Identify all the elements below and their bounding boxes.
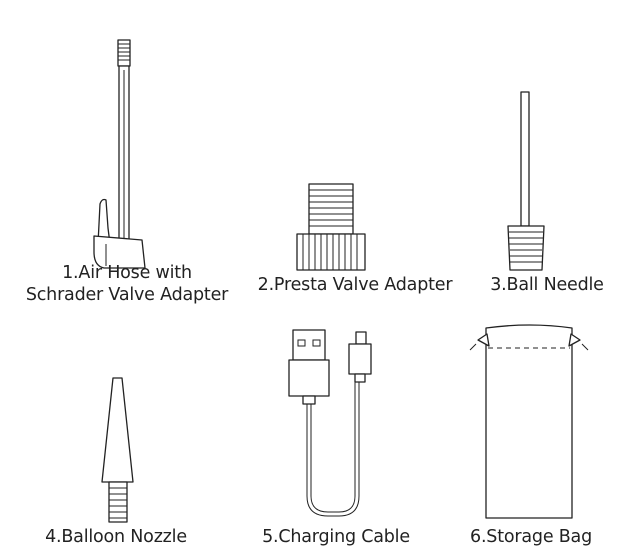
item-label-line: 4.Balloon Nozzle	[45, 527, 187, 547]
item-label-ball-needle: 3.Ball Needle	[459, 274, 635, 296]
item-label-line: 6.Storage Bag	[470, 527, 592, 547]
item-label-charging-cable: 5.Charging Cable	[236, 526, 436, 548]
storage-bag-icon	[469, 324, 589, 519]
item-label-storage-bag: 6.Storage Bag	[446, 526, 616, 548]
item-label-line: 5.Charging Cable	[262, 527, 410, 547]
item-label-line: 1.Air Hose with	[62, 263, 192, 283]
item-label-air-hose: 1.Air Hose with Schrader Valve Adapter	[0, 262, 254, 306]
item-label-balloon-nozzle: 4.Balloon Nozzle	[14, 526, 218, 548]
item-label-line: 2.Presta Valve Adapter	[257, 275, 453, 295]
item-label-line: 3.Ball Needle	[490, 275, 604, 295]
item-label-presta-valve-adapter: 2.Presta Valve Adapter	[243, 274, 467, 296]
ball-needle-icon	[507, 91, 545, 271]
charging-cable-icon	[288, 329, 372, 517]
item-label-line: Schrader Valve Adapter	[25, 285, 229, 305]
balloon-nozzle-icon	[101, 377, 134, 523]
presta-valve-adapter-icon	[296, 183, 366, 271]
air-hose-icon	[93, 39, 146, 269]
